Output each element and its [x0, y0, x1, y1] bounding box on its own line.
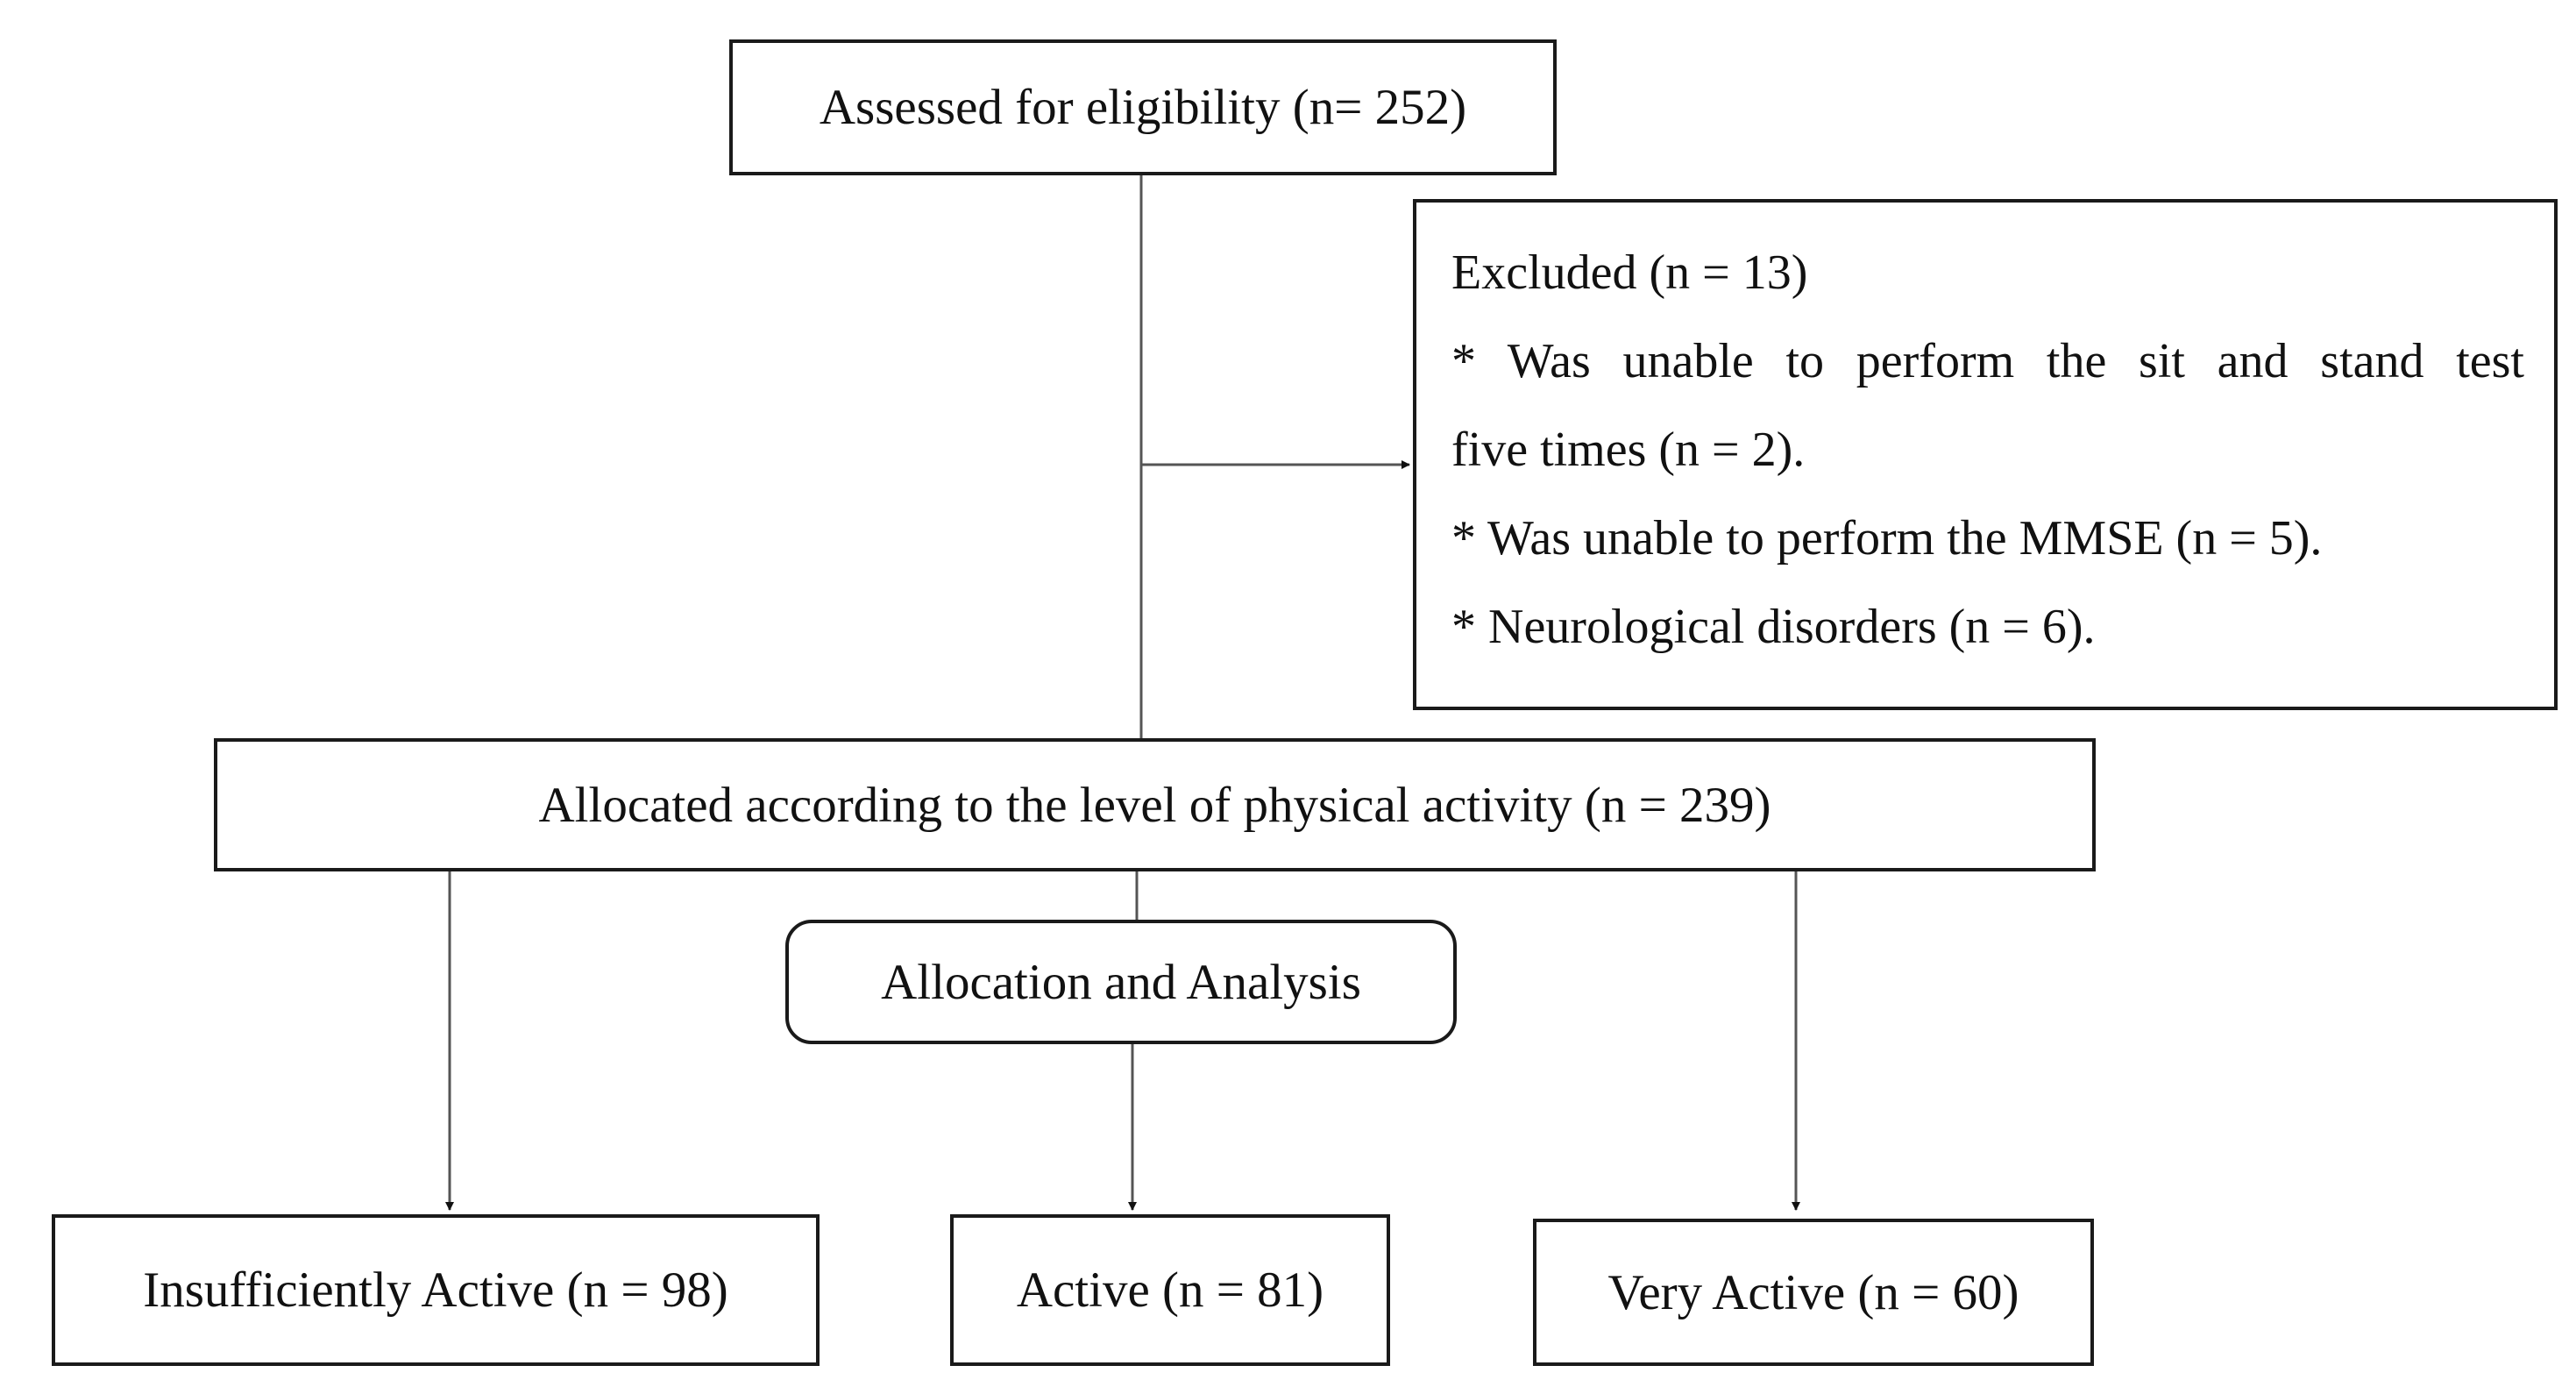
excluded-reason-neurological: * Neurological disorders (n = 6).	[1451, 600, 2096, 654]
allocation-analysis-label: Allocation and Analysis	[881, 954, 1361, 1010]
excluded-reason-sit-stand-cont: five times (n = 2).	[1451, 423, 1806, 477]
active-box: Active (n = 81)	[950, 1214, 1390, 1366]
excluded-title: Excluded (n = 13)	[1451, 245, 1808, 300]
insufficiently-active-label: Insufficiently Active (n = 98)	[143, 1262, 728, 1318]
very-active-label: Very Active (n = 60)	[1607, 1264, 2019, 1320]
assessed-box: Assessed for eligibility (n= 252)	[729, 39, 1557, 175]
allocated-label: Allocated according to the level of phys…	[538, 777, 1771, 833]
excluded-reason-mmse: * Was unable to perform the MMSE (n = 5)…	[1451, 511, 2323, 565]
excluded-reason-sit-stand: * Was unable to perform the sit and stan…	[1451, 334, 2524, 388]
insufficiently-active-box: Insufficiently Active (n = 98)	[52, 1214, 820, 1366]
active-label: Active (n = 81)	[1016, 1262, 1324, 1318]
very-active-box: Very Active (n = 60)	[1533, 1219, 2094, 1366]
assessed-label: Assessed for eligibility (n= 252)	[819, 80, 1467, 135]
allocation-analysis-box: Allocation and Analysis	[785, 920, 1457, 1044]
allocated-box: Allocated according to the level of phys…	[214, 738, 2096, 871]
excluded-box: Excluded (n = 13) * Was unable to perfor…	[1413, 199, 2558, 710]
